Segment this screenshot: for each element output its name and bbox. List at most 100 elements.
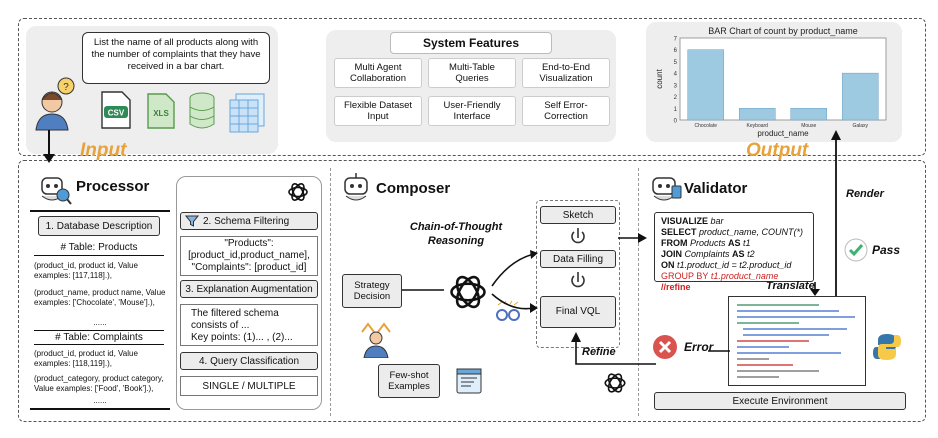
vql-keyword: FROM	[661, 238, 688, 248]
x-tick-label: Galaxy	[852, 123, 868, 129]
xls-label: XLS	[153, 109, 169, 118]
xls-file-icon: XLS	[147, 93, 175, 129]
y-tick-label: 0	[674, 119, 678, 125]
vql-keyword: JOIN	[661, 249, 683, 259]
refresh-icon-2	[571, 272, 585, 288]
user-query-text: List the name of all products along with…	[91, 37, 261, 72]
chart-bar	[841, 72, 879, 121]
table-products-header: # Table: Products	[34, 242, 164, 256]
input-label: Input	[80, 140, 127, 161]
explanation-text: The filtered schema consists of ...	[191, 308, 279, 331]
execute-environment-box: Execute Environment	[654, 392, 906, 410]
vql-keyword: ON	[661, 260, 675, 270]
refine-label: Refine	[582, 346, 616, 358]
filter-icon	[185, 215, 199, 227]
chart-title: BAR Chart of count by product_name	[708, 26, 858, 36]
openai-reasoning-icon	[450, 275, 486, 309]
examples-window-icon	[456, 368, 482, 394]
table-file-icon	[229, 93, 265, 133]
chart-bar	[687, 49, 725, 121]
feature-item: Flexible Dataset Input	[334, 96, 422, 126]
database-icon	[189, 92, 215, 129]
explanation-augmentation-header: 3. Explanation Augmentation	[180, 280, 318, 298]
y-tick-label: 6	[674, 48, 678, 54]
vql-argument: Complaints	[682, 249, 733, 259]
feature-item: Self Error-Correction	[522, 96, 610, 126]
chart-bar	[790, 108, 828, 121]
x-axis-label: product_name	[757, 129, 809, 138]
explanation-result: The filtered schema consists of ... Key …	[180, 304, 318, 346]
composer-arrows	[402, 250, 538, 313]
decision-person-icon	[361, 322, 391, 358]
render-arrow	[831, 130, 841, 298]
complaints-column-1: (product_id, product id, Value examples:…	[34, 349, 138, 368]
error-x-icon	[653, 335, 677, 359]
vql-line: SELECT product_name, COUNT(*)	[661, 227, 807, 238]
top-section-frame	[18, 18, 926, 156]
data-filling-box: Data Filling	[540, 250, 616, 268]
code-window	[728, 296, 866, 386]
vql-line: VISUALIZE bar	[661, 216, 807, 227]
validator-divider	[638, 168, 639, 416]
query-speech-bubble: List the name of all products along with…	[82, 32, 270, 84]
vql-refine-comment: //refine	[661, 282, 691, 292]
csv-label: CSV	[108, 109, 125, 118]
y-tick-label: 4	[674, 72, 678, 78]
vql-keyword: VISUALIZE	[661, 216, 709, 226]
refine-arrow	[571, 332, 656, 365]
products-column-2: (product_name, product name, Value examp…	[34, 288, 166, 307]
table-complaints-header: # Table: Complaints	[34, 330, 164, 345]
vql-pipeline-frame	[536, 200, 620, 348]
translate-label: Translate	[766, 280, 815, 292]
few-shot-examples-box: Few-shot Examples	[378, 364, 440, 398]
x-tick-label: Keyboard	[747, 123, 769, 129]
python-logo-icon	[873, 334, 901, 360]
complaints-column-2: (product_category, product category, Val…	[34, 374, 164, 393]
pass-label: Pass	[872, 243, 901, 257]
vql-argument: product_name, COUNT(*)	[696, 227, 804, 237]
schema-filtering-result: "Products": [product_id,product_name], "…	[180, 236, 318, 276]
products-column-1: (product_id, product id, Value examples:…	[34, 261, 138, 280]
system-features-title: System Features	[390, 32, 552, 54]
openai-logo-icon	[288, 183, 308, 201]
x-tick-label: Chocolate	[694, 123, 717, 129]
vql-argument: t2	[744, 249, 755, 259]
error-label: Error	[684, 340, 714, 354]
vql-keyword: AS	[728, 238, 741, 248]
feature-item: Multi-Table Queries	[428, 58, 516, 88]
output-label: Output	[746, 140, 809, 161]
pass-check-icon	[844, 238, 868, 262]
database-description-header: 1. Database Description	[38, 216, 160, 236]
feature-item: Multi Agent Collaboration	[334, 58, 422, 88]
vql-argument: bar	[708, 216, 724, 226]
feature-item: User-Friendly Interface	[428, 96, 516, 126]
vql-argument: t1.product_id = t2.product_id	[674, 260, 792, 270]
bottom-section-frame	[18, 160, 926, 422]
chain-of-thought-label: Chain-of-Thought Reasoning	[409, 221, 503, 247]
processor-title: Processor	[76, 178, 150, 195]
query-classification-result: SINGLE / MULTIPLE	[180, 376, 318, 396]
vql-keyword: AS	[732, 249, 745, 259]
composer-to-validator-arrow	[618, 233, 647, 243]
svg-text:?: ?	[63, 82, 69, 93]
vql-keyword: SELECT	[661, 227, 697, 237]
query-classification-header: 4. Query Classification	[180, 352, 318, 370]
vql-group-field: t1.product_name	[708, 271, 779, 281]
y-tick-label: 2	[674, 95, 678, 101]
vql-group-line: GROUP BY t1.product_name //refine	[661, 271, 807, 293]
vql-line: ON t1.product_id = t2.product_id	[661, 260, 807, 271]
vql-argument: t1	[740, 238, 751, 248]
csv-file-icon: CSV	[101, 91, 131, 129]
processor-robot-icon	[41, 177, 72, 205]
vql-line: JOIN Complaints AS t2	[661, 249, 807, 260]
vql-line: FROM Products AS t1	[661, 238, 807, 249]
validator-robot-icon	[652, 177, 682, 201]
strategy-decision-box: Strategy Decision	[342, 274, 402, 308]
validator-title: Validator	[684, 180, 748, 197]
output-bar-chart: BAR Chart of count by product_name012345…	[655, 26, 887, 138]
translate-arrow	[810, 282, 820, 296]
feature-item: End-to-End Visualization	[522, 58, 610, 88]
chart-bar	[738, 108, 776, 121]
